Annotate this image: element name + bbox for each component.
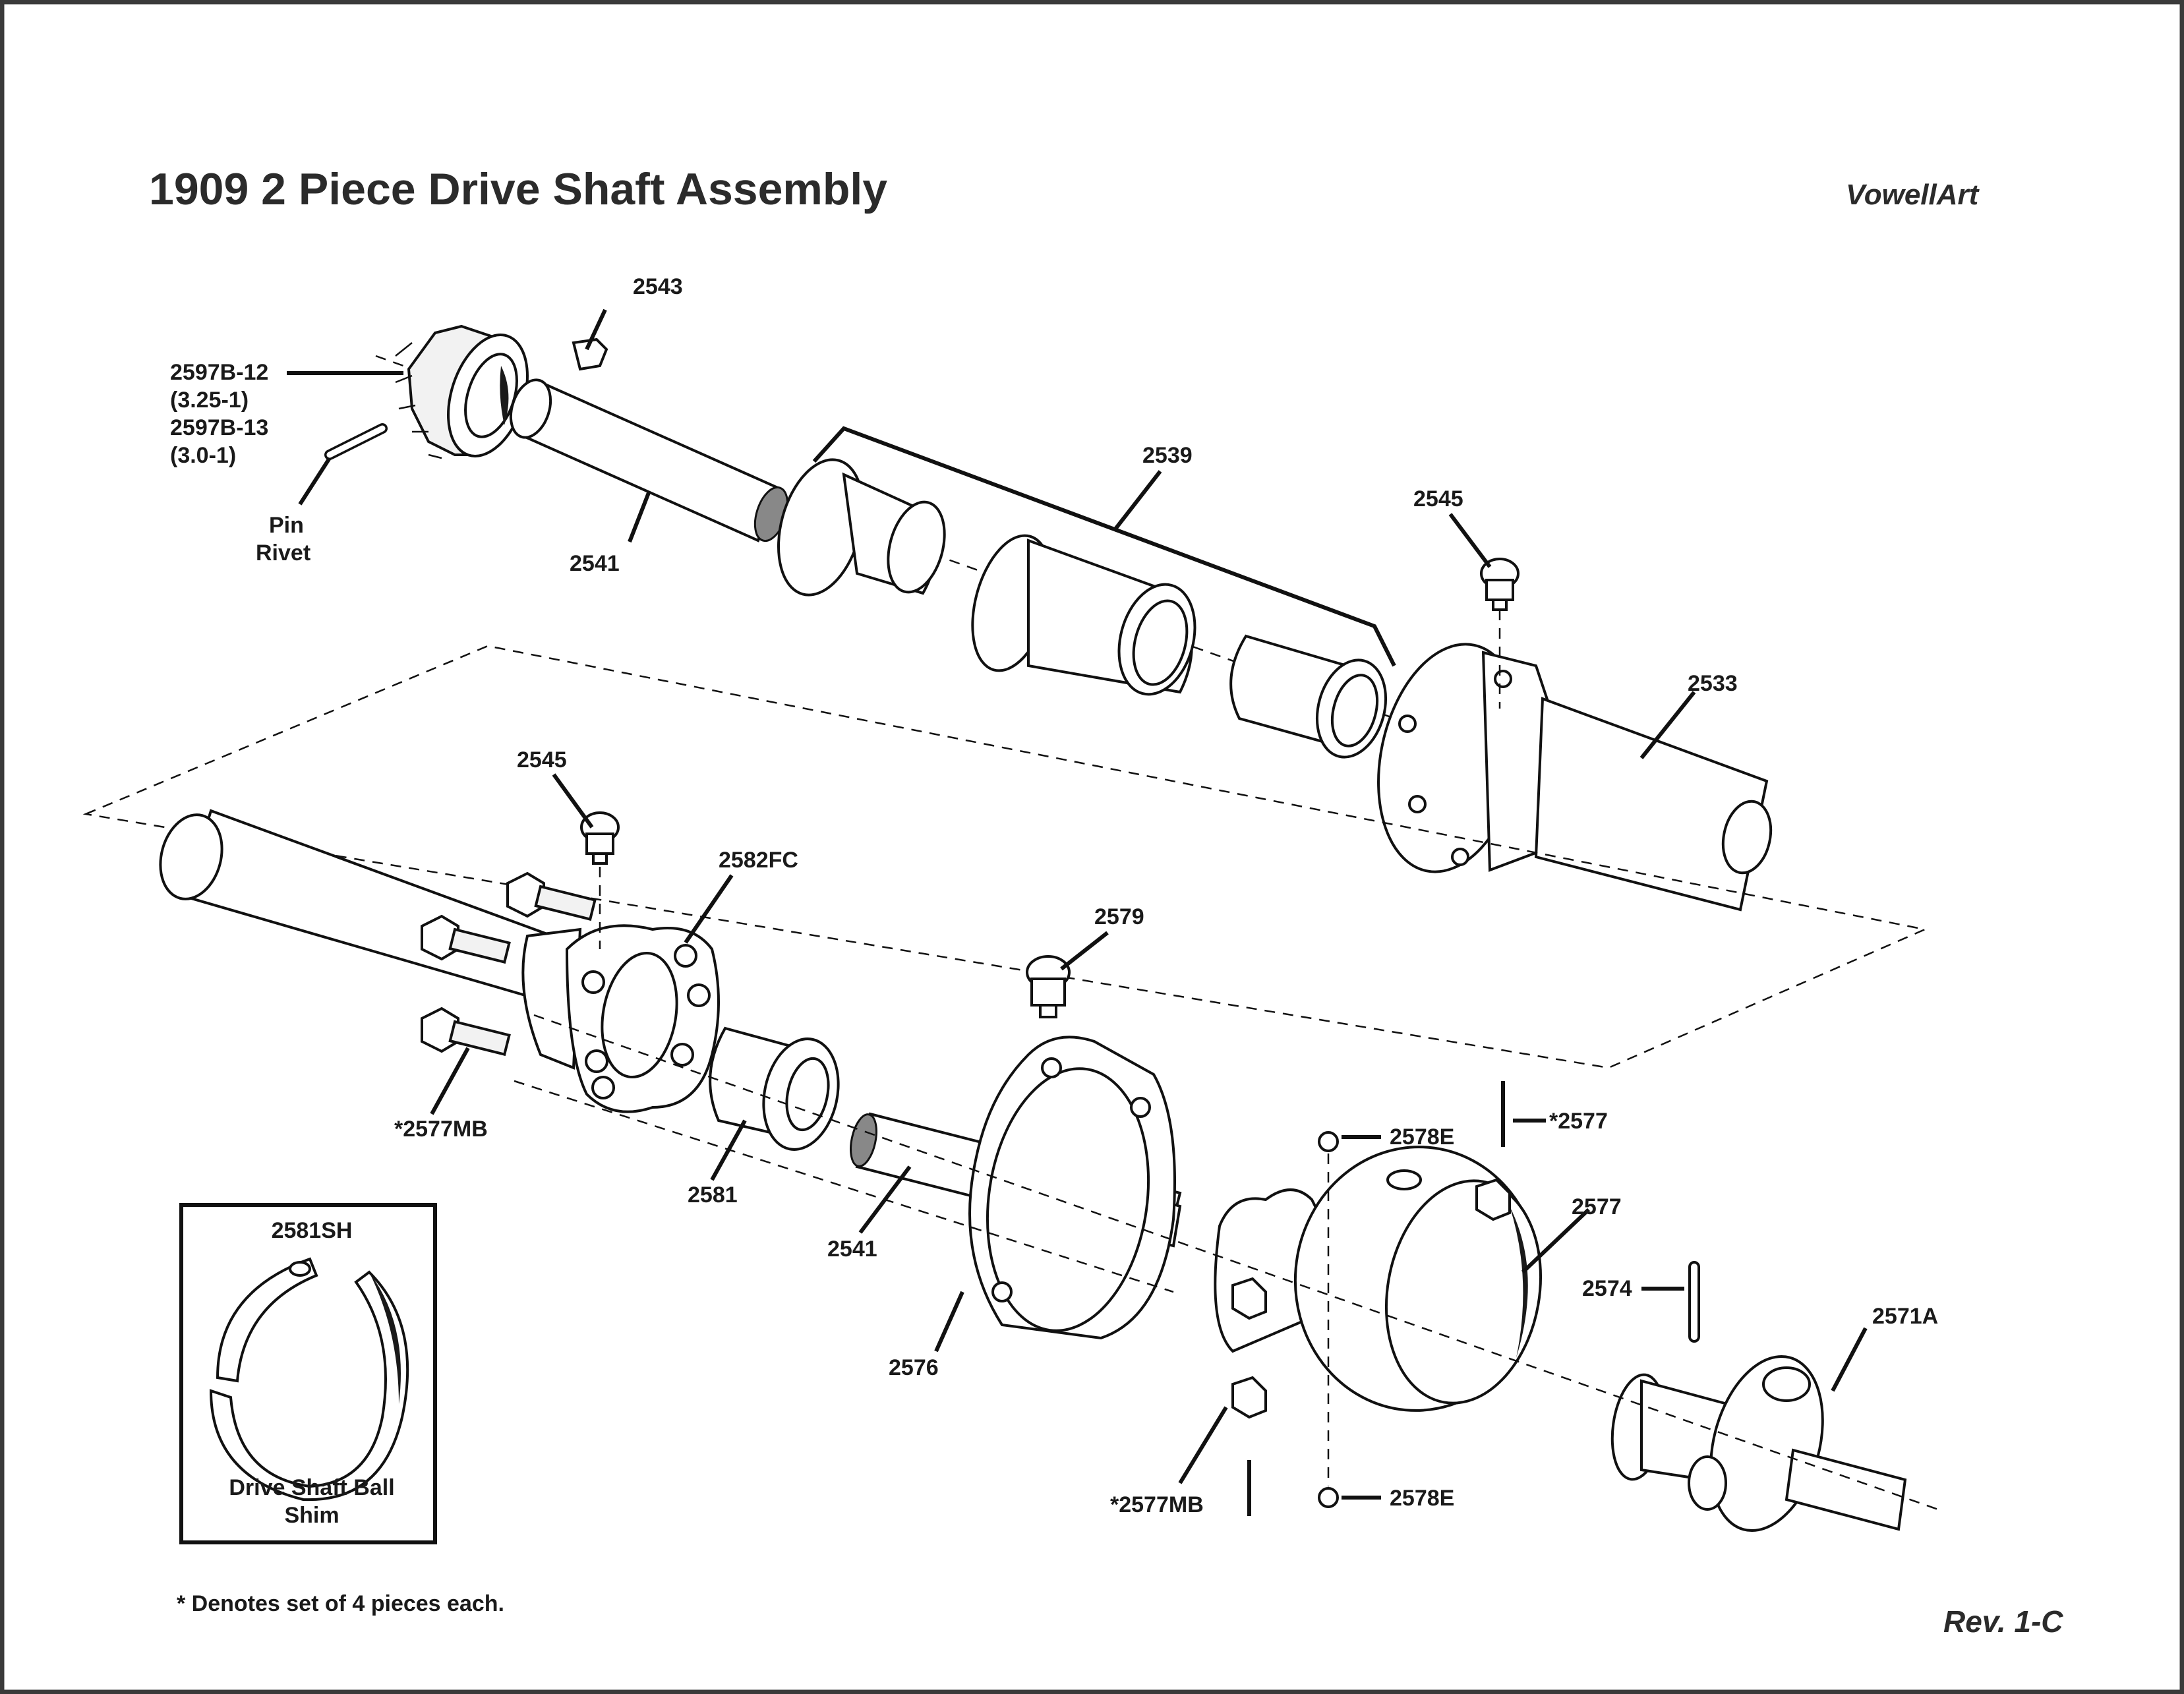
revision-label: Rev. 1-C	[1943, 1604, 2063, 1639]
housing-2533[interactable]	[1359, 631, 1777, 912]
callout-2541-top: 2541	[570, 551, 620, 576]
callout-2574: 2574	[1582, 1276, 1632, 1301]
callout-2576: 2576	[889, 1355, 939, 1380]
callout-2577mb-bottom: *2577MB	[1110, 1492, 1204, 1517]
callout-2541-bottom: 2541	[827, 1237, 877, 1262]
bushing-front[interactable]	[765, 450, 954, 604]
callout-2577: 2577	[1572, 1194, 1622, 1219]
callout-2582fc: 2582FC	[719, 848, 798, 873]
grease-cup-2579[interactable]	[1026, 955, 1071, 1018]
callout-2571a: 2571A	[1872, 1304, 1938, 1329]
pinion-gear[interactable]	[395, 324, 542, 467]
callout-2597b-12-ratio: (3.25-1)	[170, 388, 249, 413]
plate-2576[interactable]	[968, 1036, 1176, 1341]
callout-2577mb-left: *2577MB	[394, 1117, 488, 1142]
inset-caption-line1: Drive Shaft Ball	[229, 1475, 394, 1500]
ball-socket-2577[interactable]	[1214, 1137, 1557, 1421]
callout-2545-mid: 2545	[517, 747, 567, 773]
footnote: * Denotes set of 4 pieces each.	[177, 1591, 504, 1616]
callout-2597b-12: 2597B-12	[170, 360, 268, 385]
flange-coupling-2582fc[interactable]	[521, 924, 720, 1113]
castle-nut-upper[interactable]	[1475, 1178, 1511, 1221]
callout-2539: 2539	[1142, 443, 1193, 468]
bolt-upper[interactable]	[506, 871, 597, 921]
bearing-2581[interactable]	[709, 1026, 848, 1157]
lower-axis-line	[533, 1014, 1939, 1511]
dashed-subassembly-outline	[82, 645, 1928, 1069]
lower-axis-line-2	[514, 1080, 1174, 1293]
callout-2597b-13: 2597B-13	[170, 415, 268, 440]
grease-cup-mid[interactable]	[580, 811, 620, 865]
callout-2581: 2581	[688, 1183, 738, 1208]
callout-2577-star: *2577	[1549, 1109, 1608, 1134]
universal-joint-2571a[interactable]	[1606, 1344, 1907, 1543]
bolt-lower[interactable]	[421, 1007, 511, 1057]
castle-nut-lower[interactable]	[1231, 1376, 1267, 1419]
bushing-housing[interactable]	[959, 527, 1206, 703]
inset-box-2581sh: 2581SH Drive Shaft Ball Shim	[179, 1203, 437, 1544]
diagram-title: 1909 2 Piece Drive Shaft Assembly	[149, 164, 887, 214]
bolt-middle[interactable]	[421, 914, 511, 964]
brand-mark: VowellArt	[1846, 179, 1980, 211]
callout-2578e-top: 2578E	[1390, 1124, 1454, 1150]
castle-nut-mid[interactable]	[1231, 1277, 1267, 1320]
callout-2545-top: 2545	[1413, 486, 1463, 511]
grease-fitting-top[interactable]	[1318, 1131, 1339, 1152]
pin-2574[interactable]	[1688, 1261, 1700, 1343]
bushing-rear[interactable]	[1229, 634, 1396, 765]
inset-part-number: 2581SH	[272, 1218, 353, 1243]
callout-2578e-bottom: 2578E	[1390, 1486, 1454, 1511]
callout-2533: 2533	[1688, 671, 1738, 696]
pin-rivet[interactable]	[324, 423, 388, 460]
callout-2579: 2579	[1094, 904, 1144, 929]
callout-2597b-13-ratio: (3.0-1)	[170, 443, 236, 468]
shim-ring[interactable]	[209, 1257, 409, 1502]
callout-2543: 2543	[633, 274, 683, 299]
inset-caption-line2: Shim	[284, 1503, 339, 1528]
callout-rivet: Rivet	[256, 540, 310, 566]
bracket-2539	[812, 426, 1396, 667]
callout-pin: Pin	[269, 513, 304, 538]
grease-fitting-bottom[interactable]	[1318, 1487, 1339, 1508]
